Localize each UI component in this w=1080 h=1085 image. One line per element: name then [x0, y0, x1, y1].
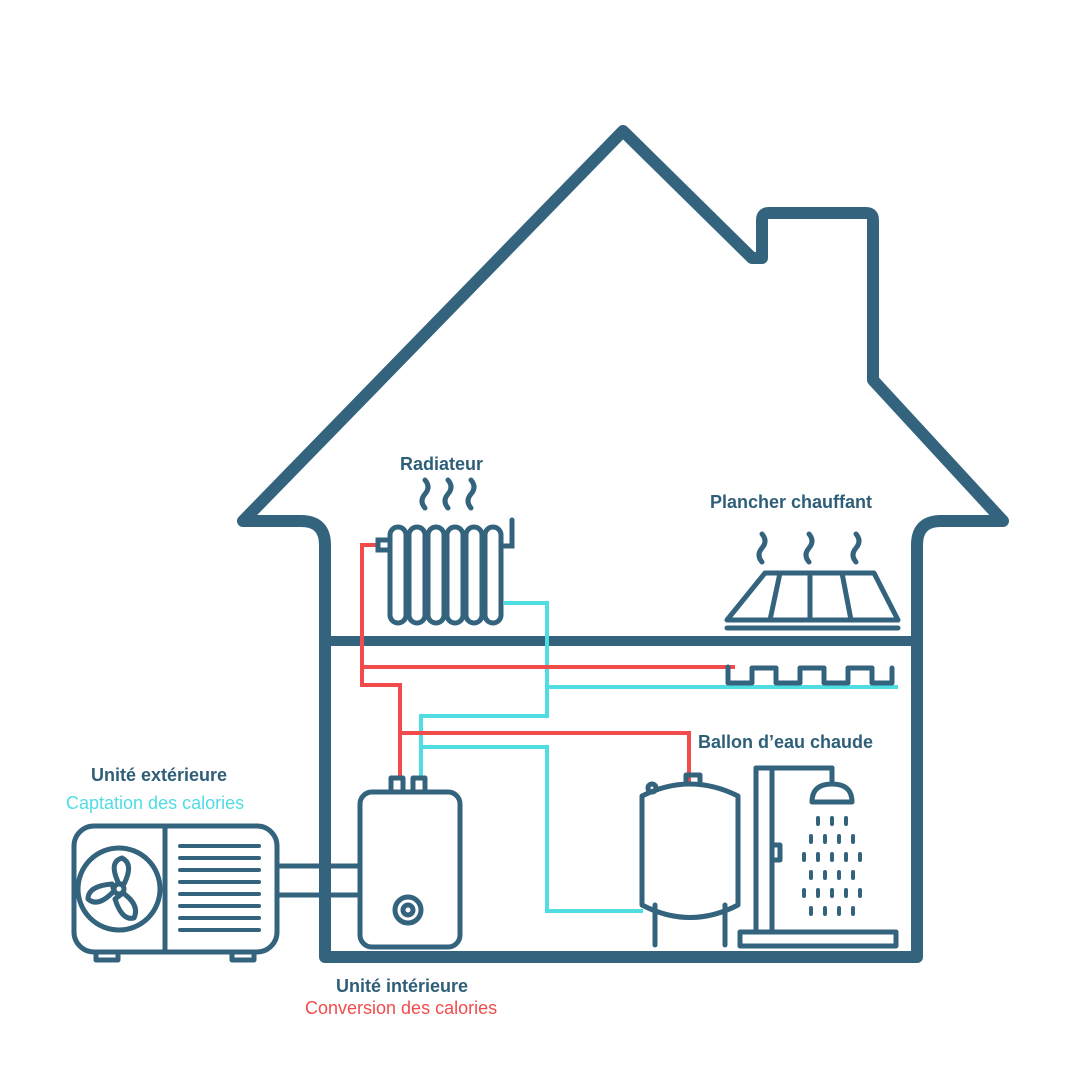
water-tank-icon	[639, 772, 741, 948]
outdoor-unit-title: Unité extérieure	[91, 765, 228, 785]
outdoor-unit-fan-icon	[71, 823, 280, 963]
indoor-unit-icon	[357, 775, 463, 950]
house-outline-icon	[237, 125, 1009, 963]
floor-slab	[320, 636, 922, 646]
radiator-icon	[375, 477, 515, 626]
floor-heating-icon	[724, 531, 901, 686]
outdoor-unit-subtitle: Captation des calories	[66, 793, 245, 813]
floor-heating-label: Plancher chauffant	[710, 492, 873, 512]
indoor-unit-subtitle: Conversion des calories	[305, 998, 498, 1018]
cold-pipes	[419, 601, 898, 913]
radiator-label: Radiateur	[400, 454, 484, 474]
hot-water-tank-label: Ballon d’eau chaude	[698, 732, 874, 752]
shower-icon	[737, 765, 899, 949]
indoor-unit-title: Unité intérieure	[336, 976, 469, 996]
connection-pipes	[277, 863, 362, 898]
hot-pipes	[360, 543, 735, 787]
